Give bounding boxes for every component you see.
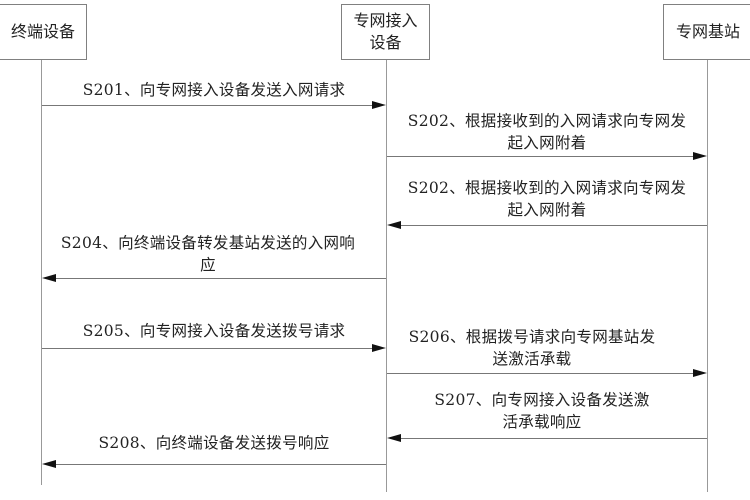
message-label-s204: S204、向终端设备转发基站发送的入网响 应	[60, 234, 356, 274]
arrow-left-icon	[387, 221, 401, 229]
message-line-s202-request	[387, 156, 693, 157]
message-label-s206: S206、根据拨号请求向专网基站发 送激活承载	[408, 328, 656, 368]
message-label-s202-response: S202、根据接收到的入网请求向专网发 起入网附着	[407, 179, 687, 219]
lifeline-terminal	[41, 60, 42, 485]
actor-label: 终端设备	[10, 22, 75, 41]
arrow-right-icon	[372, 344, 386, 352]
lifeline-access	[386, 60, 387, 492]
message-label-s208: S208、向终端设备发送拨号响应	[98, 434, 330, 452]
arrow-right-icon	[693, 369, 707, 377]
message-line-s205	[42, 348, 372, 349]
actor-label: 专网基站	[675, 22, 740, 41]
arrow-left-icon	[387, 434, 401, 442]
message-label-s207: S207、向专网接入设备发送激 活承载响应	[434, 391, 650, 431]
message-line-s208	[56, 464, 386, 465]
arrow-left-icon	[42, 274, 56, 282]
message-line-s207	[401, 438, 707, 439]
lifeline-base	[707, 60, 708, 492]
arrow-right-icon	[693, 152, 707, 160]
arrow-left-icon	[42, 460, 56, 468]
message-label-s201: S201、向专网接入设备发送入网请求	[82, 81, 346, 99]
message-label-s202-request: S202、根据接收到的入网请求向专网发 起入网附着	[407, 112, 687, 152]
message-line-s202-response	[401, 225, 707, 226]
message-line-s201	[42, 105, 372, 106]
actor-label: 专网接入设备	[353, 11, 418, 52]
actor-private-network-base-station: 专网基站	[663, 4, 750, 60]
actor-terminal-device: 终端设备	[0, 4, 87, 60]
message-label-s205: S205、向专网接入设备发送拨号请求	[82, 322, 346, 340]
message-line-s204	[56, 278, 386, 279]
message-line-s206	[387, 373, 693, 374]
arrow-right-icon	[372, 101, 386, 109]
actor-private-network-access-device: 专网接入设备	[341, 4, 430, 60]
